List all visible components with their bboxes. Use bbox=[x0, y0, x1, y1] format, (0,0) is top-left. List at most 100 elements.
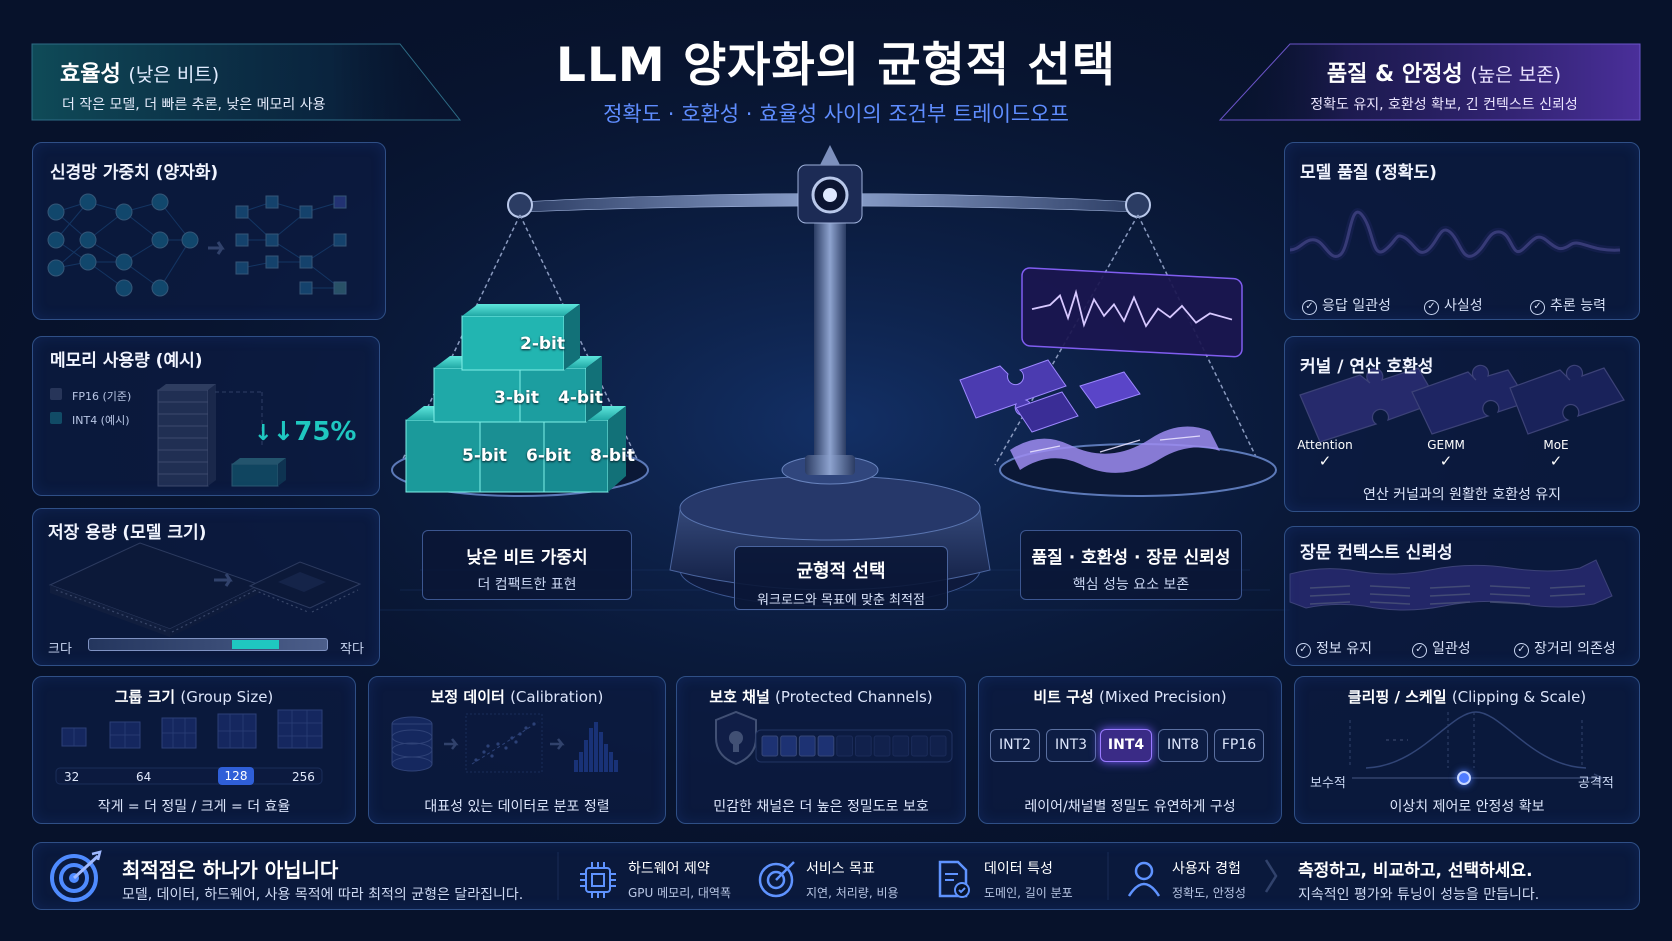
check-circle-icon: ✓ bbox=[1424, 300, 1439, 315]
storage-left-label: 크다 bbox=[48, 642, 72, 657]
clipping-desc: 이상치 제어로 안정성 확보 bbox=[1389, 799, 1545, 815]
footer-cta-desc: 지속적인 평가와 튜닝이 성능을 만듭니다. bbox=[1298, 887, 1540, 903]
chip-int3[interactable]: INT3 bbox=[1046, 729, 1096, 762]
quality-panel-title: 모델 품질 (정확도) bbox=[1300, 163, 1437, 183]
clipping-title-main: 클리핑 / 스케일 bbox=[1347, 688, 1447, 706]
footer-cta-title: 측정하고, 비교하고, 선택하세요. bbox=[1298, 861, 1533, 881]
context-check-3: ✓ 장거리 의존성 bbox=[1514, 638, 1616, 658]
memory-panel-title: 메모리 사용량 (예시) bbox=[50, 351, 203, 371]
check-icon: ✓ bbox=[1549, 452, 1563, 470]
memory-panel bbox=[32, 336, 380, 496]
check-circle-icon: ✓ bbox=[1296, 643, 1311, 658]
document-check-icon bbox=[938, 860, 970, 898]
group-size-title-main: 그룹 크기 bbox=[114, 688, 176, 706]
bit-block-8: 8-bit bbox=[590, 446, 636, 466]
memory-reduction-label: ↓↓75% bbox=[254, 417, 356, 447]
weights-panel bbox=[32, 142, 386, 320]
page-subtitle: 정확도 · 호환성 · 효율성 사이의 조건부 트레이드오프 bbox=[603, 102, 1069, 126]
chip-int8[interactable]: INT8 bbox=[1158, 729, 1208, 762]
context-check-1-label: 정보 유지 bbox=[1316, 641, 1372, 657]
footer-bar bbox=[32, 842, 1640, 910]
group-size-title: 그룹 크기 (Group Size) bbox=[32, 686, 356, 707]
right-header-desc: 정확도 유지, 호환성 확보, 긴 컨텍스트 신뢰성 bbox=[1310, 97, 1578, 113]
check-circle-icon: ✓ bbox=[1302, 300, 1317, 315]
kernel-piece-moe-label: MoE bbox=[1543, 438, 1569, 452]
center-caption-box: 균형적 선택 워크로드와 목표에 맞춘 최적점 bbox=[734, 546, 948, 610]
quality-check-1-label: 응답 일관성 bbox=[1322, 298, 1391, 314]
right-header-title-suffix: (높은 보존) bbox=[1470, 64, 1562, 86]
check-icon: ✓ bbox=[1439, 452, 1453, 470]
quality-check-3: ✓ 추론 능력 bbox=[1530, 295, 1606, 315]
kernel-piece-attention-label: Attention bbox=[1297, 438, 1353, 452]
user-icon bbox=[1127, 861, 1161, 897]
bit-block-4: 4-bit bbox=[558, 388, 604, 408]
left-header-title: 효율성 (낮은 비트) bbox=[60, 56, 219, 88]
group-size-32[interactable]: 32 bbox=[64, 770, 80, 784]
quality-check-2-label: 사실성 bbox=[1444, 298, 1483, 314]
context-check-3-label: 장거리 의존성 bbox=[1534, 641, 1616, 657]
quality-panel bbox=[1284, 142, 1640, 320]
clipping-title: 클리핑 / 스케일 (Clipping & Scale) bbox=[1294, 686, 1640, 707]
left-header-desc: 더 작은 모델, 더 빠른 추론, 낮은 메모리 사용 bbox=[62, 97, 326, 113]
bit-block-5: 5-bit bbox=[462, 446, 508, 466]
chip-fp16[interactable]: FP16 bbox=[1214, 729, 1264, 762]
check-circle-icon: ✓ bbox=[1530, 300, 1545, 315]
right-caption-title: 품질 · 호환성 · 장문 신뢰성 bbox=[1031, 548, 1231, 568]
protected-channels-title: 보호 채널 (Protected Channels) bbox=[676, 686, 966, 707]
calibration-title-suffix: (Calibration) bbox=[510, 688, 604, 706]
protected-channels-title-main: 보호 채널 bbox=[709, 688, 770, 706]
memory-reduction-value: ↓75% bbox=[272, 417, 357, 447]
protected-channels-desc: 민감한 채널은 더 높은 정밀도로 보호 bbox=[713, 799, 929, 815]
left-header-title-suffix: (낮은 비트) bbox=[128, 64, 220, 86]
chip-int4-selected[interactable]: INT4 bbox=[1100, 729, 1152, 762]
check-circle-icon: ✓ bbox=[1412, 643, 1427, 658]
check-icon: ✓ bbox=[1318, 452, 1332, 470]
kernel-piece-attention: Attention✓ bbox=[1292, 438, 1358, 470]
context-check-2-label: 일관성 bbox=[1432, 641, 1471, 657]
footer-item-data-desc: 도메인, 길이 분포 bbox=[984, 886, 1073, 900]
storage-slider-range bbox=[231, 640, 280, 649]
calibration-desc: 대표성 있는 데이터로 분포 정렬 bbox=[424, 799, 610, 815]
storage-panel-title: 저장 용량 (모델 크기) bbox=[48, 523, 207, 543]
mixed-precision-title-main: 비트 구성 bbox=[1033, 688, 1094, 706]
clipping-slider-knob[interactable] bbox=[1456, 771, 1471, 785]
context-check-1: ✓ 정보 유지 bbox=[1296, 638, 1372, 658]
quality-check-2: ✓ 사실성 bbox=[1424, 295, 1483, 315]
check-circle-icon: ✓ bbox=[1514, 643, 1529, 658]
calibration-title-main: 보정 데이터 bbox=[430, 688, 505, 706]
target-icon bbox=[50, 850, 102, 902]
clipping-title-suffix: (Clipping & Scale) bbox=[1451, 688, 1587, 706]
protected-channels-panel bbox=[676, 676, 966, 824]
kernel-panel-desc: 연산 커널과의 원활한 호환성 유지 bbox=[1362, 487, 1562, 503]
context-panel bbox=[1284, 526, 1640, 666]
group-size-128-selected[interactable]: 128 bbox=[218, 767, 254, 785]
footer-item-service-title: 서비스 목표 bbox=[806, 861, 875, 877]
footer-item-hardware-desc: GPU 메모리, 대역폭 bbox=[628, 886, 732, 900]
group-size-256[interactable]: 256 bbox=[292, 770, 315, 784]
target-arrow-icon bbox=[758, 861, 795, 898]
right-header-title: 품질 & 안정성 (높은 보존) bbox=[1258, 56, 1630, 88]
clipping-panel bbox=[1294, 676, 1640, 824]
storage-slider-track[interactable] bbox=[88, 638, 328, 651]
left-caption-title: 낮은 비트 가중치 bbox=[466, 548, 588, 568]
kernel-piece-gemm: GEMM✓ bbox=[1418, 438, 1474, 470]
clipping-left-label: 보수적 bbox=[1310, 776, 1346, 791]
group-size-desc: 작게 = 더 정밀 / 크게 = 더 효율 bbox=[97, 799, 291, 815]
center-caption-desc: 워크로드와 목표에 맞춘 최적점 bbox=[757, 593, 925, 608]
group-size-64[interactable]: 64 bbox=[136, 770, 152, 784]
protected-channels-title-suffix: (Protected Channels) bbox=[775, 688, 933, 706]
footer-item-data-title: 데이터 특성 bbox=[984, 861, 1053, 877]
page-title: LLM 양자화의 균형적 선택 bbox=[556, 38, 1116, 93]
right-caption-desc: 핵심 성능 요소 보존 bbox=[1072, 577, 1190, 593]
quality-check-3-label: 추론 능력 bbox=[1550, 298, 1606, 314]
chip-int2[interactable]: INT2 bbox=[990, 729, 1040, 762]
bit-block-2: 2-bit bbox=[520, 334, 566, 354]
left-caption-box: 낮은 비트 가중치 더 컴팩트한 표현 bbox=[422, 530, 632, 600]
kernel-piece-moe: MoE✓ bbox=[1528, 438, 1584, 470]
calibration-title: 보정 데이터 (Calibration) bbox=[368, 686, 666, 707]
group-size-panel bbox=[32, 676, 356, 824]
arrow-down-icon: ↓ bbox=[254, 421, 273, 446]
weights-panel-title: 신경망 가중치 (양자화) bbox=[50, 163, 219, 183]
memory-legend-fp16: FP16 (기준) bbox=[72, 390, 132, 403]
center-caption-title: 균형적 선택 bbox=[796, 561, 886, 582]
